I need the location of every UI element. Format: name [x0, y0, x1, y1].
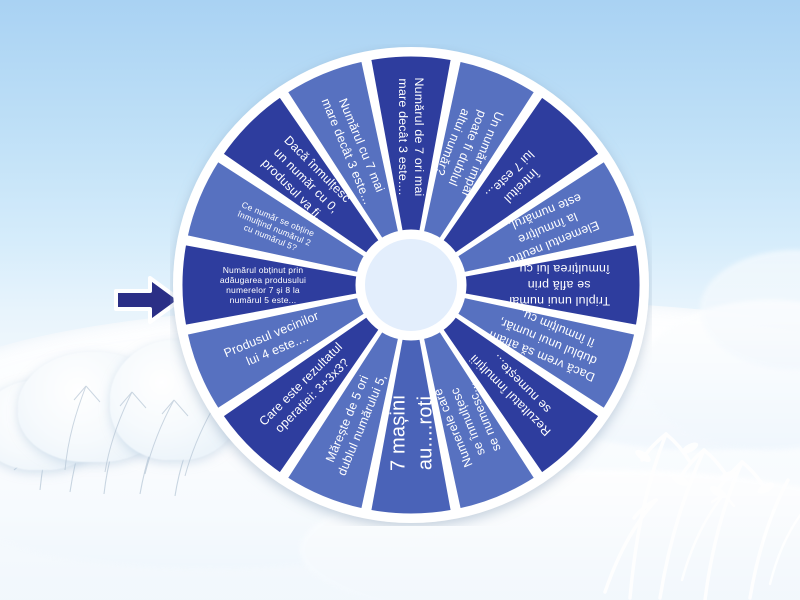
spinner-pointer[interactable]	[112, 272, 184, 328]
wheel-segment[interactable]	[439, 313, 603, 477]
wheel-segment-line: adăugarea produsului	[220, 275, 306, 285]
wheel-segment[interactable]	[179, 241, 360, 329]
wheel-segment[interactable]	[284, 328, 402, 512]
pointer-arrow-shape	[114, 276, 182, 324]
wheel-segment-line: 7 mașini	[387, 395, 409, 471]
wheel-segment[interactable]	[367, 53, 455, 234]
wheel-segment-line: Numărul de 7 ori mai	[412, 77, 426, 196]
frost-grass-right	[603, 432, 800, 600]
wheel-segment[interactable]	[420, 58, 538, 242]
wheel-segment[interactable]	[284, 58, 402, 242]
frost-twigs-left	[64, 385, 213, 477]
wheel-segment[interactable]	[462, 241, 643, 329]
wheel-segment[interactable]	[439, 93, 603, 257]
wheel-segment[interactable]	[454, 294, 638, 412]
wheel-segment[interactable]	[367, 336, 455, 517]
wheel-segment-line: Triplul unui număr	[508, 294, 610, 308]
wheel-segment[interactable]	[184, 294, 368, 412]
wheel-segment-line: înmulțirea lui cu...	[508, 262, 610, 276]
wheel-segment[interactable]	[219, 93, 383, 257]
wheel-segment-label: Triplul unui număr se află prin înmulțirea…	[508, 262, 611, 308]
wheel-segment-line: Numărul obținut prin	[223, 265, 304, 275]
wheel-segment-line: numerelor 7 și 8 la	[226, 285, 300, 295]
wheel-segment-line: au....roți	[414, 396, 436, 470]
wheel-segment-line: mare decât 3 este....	[396, 78, 410, 195]
wheel-segment[interactable]	[454, 158, 638, 276]
wheel-segment-label: Numărul de 7 ori maimare decât 3 este...…	[396, 77, 426, 196]
wheel-segment-line: numărul 5 este...	[230, 295, 297, 305]
wheel-hub[interactable]	[365, 239, 457, 331]
wheel-segment[interactable]	[219, 313, 383, 477]
wheel-segment-line: se află prin	[527, 278, 590, 292]
wheel-segment[interactable]	[420, 328, 538, 512]
wheel-segment[interactable]	[184, 158, 368, 276]
